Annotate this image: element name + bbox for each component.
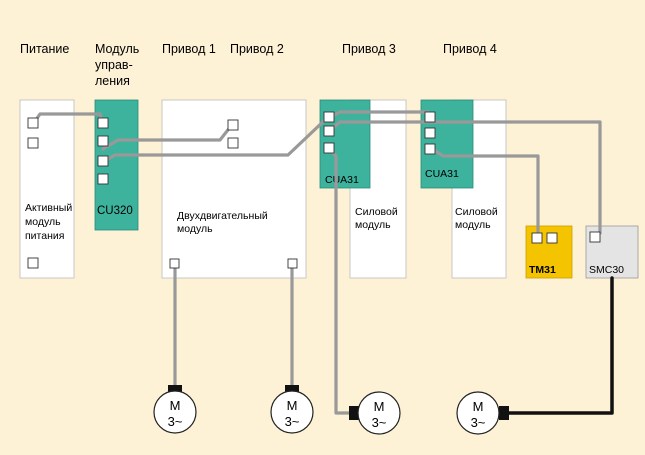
cu320-label: CU320: [97, 205, 133, 217]
motor-3-label-line1: M: [374, 399, 385, 414]
smc30-label: SMC30: [589, 264, 624, 276]
motor-2-label-line2: 3~: [285, 414, 300, 429]
socket-dual-1: [227, 119, 239, 131]
motor-4-label-line2: 3~: [471, 415, 486, 430]
motor-2-icon: [270, 390, 314, 434]
cable-smc30-encoder-to-motor4: [504, 276, 614, 415]
tm31-label: TM31: [529, 264, 556, 276]
header-control-line2: управ-: [95, 58, 133, 72]
active-line-module: [19, 99, 75, 279]
socket-cua31-drive3-1: [323, 111, 335, 123]
socket-cu320-3: [97, 155, 109, 167]
header-drive2: Привод 2: [230, 42, 284, 56]
socket-tm31-1: [531, 232, 543, 244]
motor-1-label-line1: M: [170, 398, 181, 413]
cua31-drive3-label: CUA31: [325, 174, 359, 186]
motor-2: M 3~: [270, 385, 314, 434]
dual-module-label-line2: модуль: [177, 223, 213, 235]
socket-dual-motor2: [287, 258, 298, 269]
header-control-line3: ления: [95, 74, 130, 88]
cua31-drive4-label: CUA31: [425, 168, 459, 180]
modules: [19, 99, 639, 279]
socket-cua31-drive3-2: [323, 125, 335, 137]
motor-2-label-line1: M: [287, 398, 298, 413]
cable-cu320-to-cua31-drive3: [101, 116, 329, 164]
socket-cu320-4: [97, 173, 109, 185]
cable-to-smc30: [327, 120, 602, 235]
motor-4-label-line1: M: [473, 399, 484, 414]
motor-1-icon: [153, 390, 197, 434]
alm-label-line3: питания: [25, 230, 64, 242]
socket-cua31-drive4-3: [424, 143, 436, 155]
motor-4: M 3~: [456, 391, 509, 435]
socket-cua31-drive4-1: [424, 111, 436, 123]
alm-label-line1: Активный: [25, 202, 72, 214]
header-drive4: Привод 4: [443, 42, 497, 56]
motor-1: M 3~: [153, 385, 197, 434]
motor-3-icon: [357, 391, 401, 435]
power-module-drive3-label-line1: Силовой: [355, 206, 398, 218]
socket-smc30-1: [589, 231, 601, 243]
header-power: Питание: [20, 42, 69, 56]
motor-3-connector: [349, 406, 359, 420]
header-control-line1: Модуль: [95, 42, 139, 56]
motor-4-connector: [499, 406, 509, 420]
header-drive3: Привод 3: [342, 42, 396, 56]
alm-label-line2: модуль: [25, 216, 61, 228]
socket-cua31-drive3-3: [323, 142, 335, 154]
socket-alm-2: [27, 137, 39, 149]
motor-1-connector: [168, 385, 182, 395]
socket-dual-2: [227, 137, 239, 149]
column-headers: Питание Модуль управ- ления Привод 1 При…: [20, 42, 497, 88]
socket-alm-3: [27, 257, 39, 269]
power-module-drive3-label-line2: модуль: [355, 219, 391, 231]
motor-2-connector: [285, 385, 299, 395]
socket-cu320-2: [97, 135, 109, 147]
cable-cua31-drive4-to-tm31: [432, 148, 540, 235]
motor-1-label-line2: 3~: [168, 414, 183, 429]
socket-dual-motor1: [169, 258, 180, 269]
motor-3: M 3~: [349, 391, 401, 435]
connector-sockets: [27, 111, 601, 269]
power-module-drive4-label-line2: модуль: [455, 219, 491, 231]
socket-cua31-drive4-2: [424, 127, 436, 139]
dual-module-label-line1: Двухдвигательный: [177, 210, 268, 222]
motor-4-icon: [456, 391, 500, 435]
socket-tm31-2: [546, 232, 558, 244]
socket-cu320-1: [97, 117, 109, 129]
motor-3-label-line2: 3~: [372, 415, 387, 430]
motor-cables: [173, 146, 614, 415]
socket-alm-1: [27, 117, 39, 129]
module-labels: Активный модуль питания CU320 Двухдвигат…: [25, 168, 624, 276]
header-drive1: Привод 1: [162, 42, 216, 56]
cable-cu320-to-dual-module: [101, 124, 233, 151]
power-module-drive4-label-line1: Силовой: [455, 206, 498, 218]
